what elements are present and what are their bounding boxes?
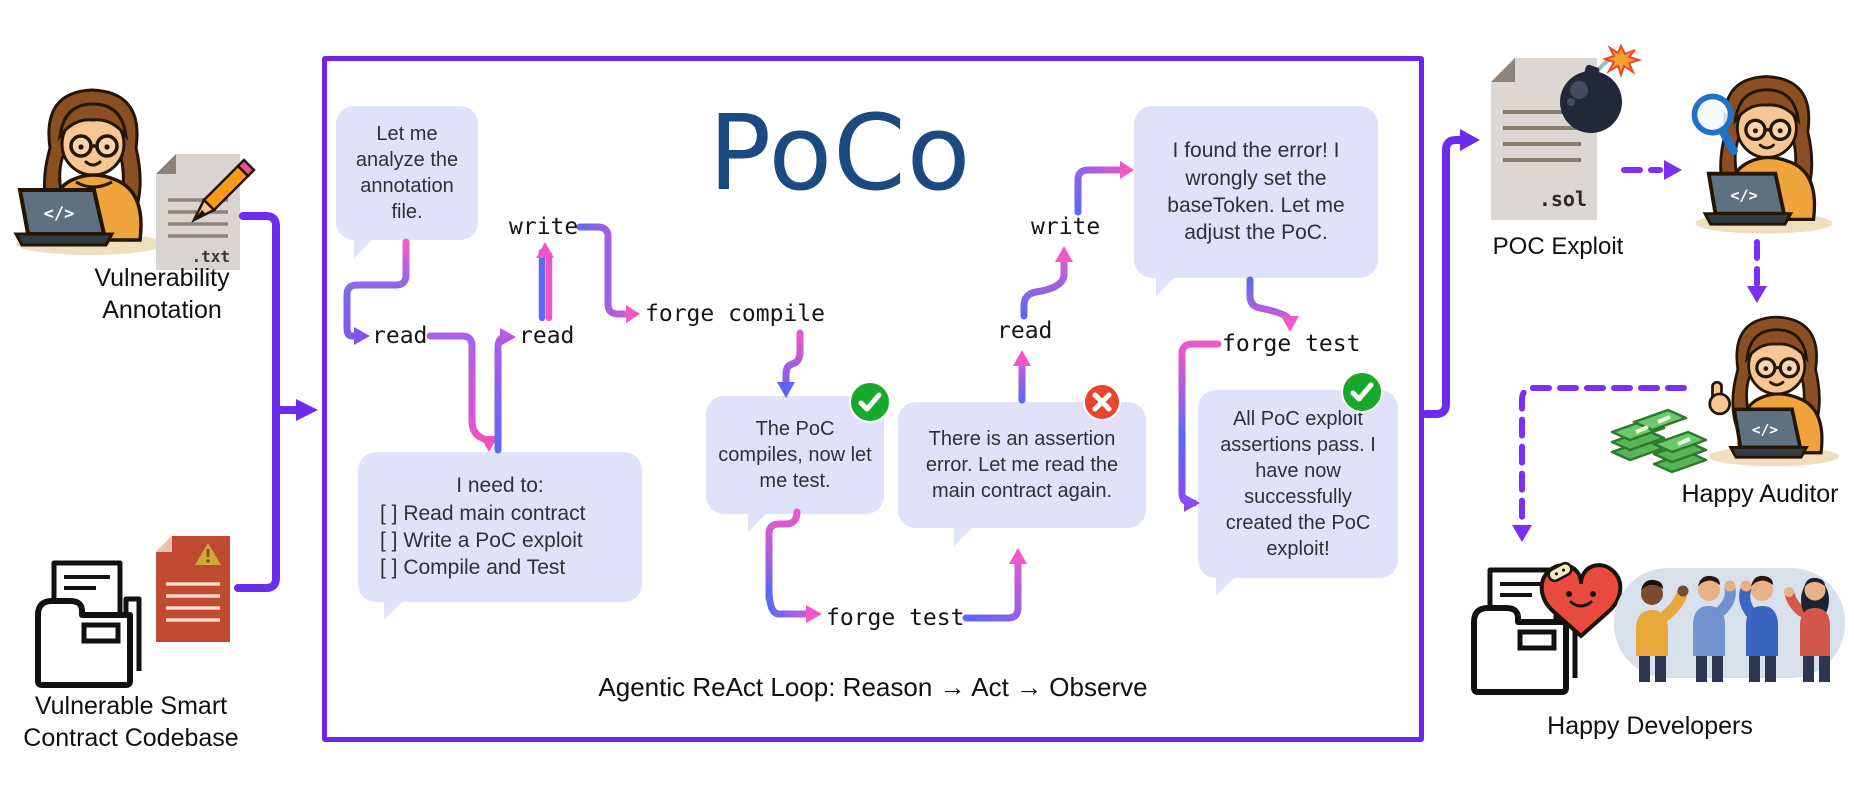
txt-extension-label: .txt (191, 247, 230, 266)
action-read-1: read (372, 323, 428, 349)
team-member-2 (1693, 575, 1736, 682)
svg-text:</>: </> (1752, 423, 1778, 439)
money-stacks-icon (1610, 408, 1708, 474)
action-write-1: write (509, 214, 579, 240)
vulnerable-contract-file-icon (156, 536, 230, 642)
vulnerable-codebase-label: Vulnerable Smart Contract Codebase (23, 692, 239, 752)
warning-triangle-icon (195, 543, 221, 565)
happy-auditor-illustration: </> (1708, 315, 1840, 467)
action-forge-test-1: forge test (826, 605, 965, 631)
vulnerability-annotation-label: Vulnerability Annotation (94, 264, 230, 324)
thumbs-up-icon (1708, 380, 1732, 416)
pencil-icon (191, 158, 256, 223)
success-check-icon (849, 381, 891, 423)
error-x-icon (1083, 383, 1121, 421)
poc-exploit-label: POC Exploit (1492, 233, 1624, 260)
researcher-at-laptop-illustration: </> (13, 88, 164, 255)
bubble-compiles: The PoC compiles, now let me test. (706, 396, 884, 532)
team-member-4 (1784, 577, 1830, 682)
react-loop-caption: Agentic ReAct Loop: Reason → Act → Obser… (598, 672, 1148, 702)
team-member-3 (1739, 575, 1778, 682)
loved-codebase-icon (1471, 561, 1623, 695)
connector-loop-to-poc-exploit (1422, 129, 1480, 418)
magnifying-glass-icon (1691, 93, 1738, 156)
happy-developers-label: Happy Developers (1547, 712, 1753, 740)
celebrating-team-illustration (1614, 568, 1845, 682)
codebase-folder-icon (35, 560, 142, 688)
poc-exploit-file-icon: .sol (1491, 44, 1643, 220)
team-member-1 (1636, 579, 1689, 682)
bubble-found-error: I found the error! I wrongly set the bas… (1134, 106, 1378, 296)
bubble-assertion-error: There is an assertion error. Let me read… (898, 402, 1146, 546)
action-read-3: read (997, 318, 1053, 344)
success-check-icon (1341, 371, 1383, 413)
action-read-2: read (519, 323, 575, 349)
action-write-2: write (1031, 214, 1101, 240)
poco-title: PoCo (708, 92, 972, 214)
svg-text:</>: </> (1730, 186, 1758, 204)
laptop-code-glyph: </> (44, 204, 75, 224)
action-forge-test-2: forge test (1222, 331, 1361, 357)
bubble-success: All PoC exploit assertions pass. I have … (1198, 390, 1398, 596)
sol-extension-label: .sol (1539, 187, 1587, 211)
annotation-txt-file-icon: .txt (156, 154, 256, 270)
bubble-todo-plan: I need to: [ ] Read main contract [ ] Wr… (358, 452, 642, 620)
auditor-examining-illustration: </> (1691, 75, 1833, 234)
bomb-icon (1560, 44, 1643, 133)
action-forge-compile: forge compile (645, 301, 826, 327)
happy-auditor-label: Happy Auditor (1681, 480, 1839, 508)
patched-heart-icon (1539, 561, 1623, 639)
bubble-analyze-annotation: Let me analyze the annotation file. (336, 106, 478, 258)
